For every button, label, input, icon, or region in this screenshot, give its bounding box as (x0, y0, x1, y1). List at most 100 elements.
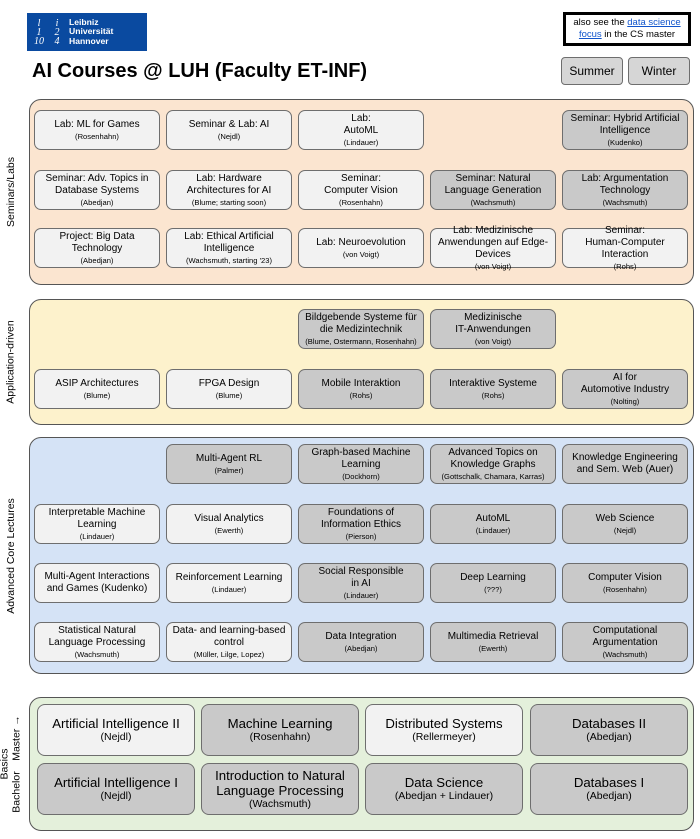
course-lecturer: (Rosenhahn) (339, 198, 383, 207)
course-title: Computational Argumentation (592, 625, 658, 648)
course-card[interactable]: Knowledge Engineering and Sem. Web (Auer… (562, 444, 688, 484)
basics-title: Basics (0, 748, 11, 780)
course-card[interactable]: Data Integration (Abedjan) (298, 622, 424, 662)
course-card[interactable]: Foundations of Information Ethics(Pierso… (298, 504, 424, 544)
course-card[interactable]: FPGA Design(Blume) (166, 369, 292, 409)
course-card[interactable]: AI for Automotive Industry (Nolting) (562, 369, 688, 409)
course-card[interactable]: Reinforcement Learning(Lindauer) (166, 563, 292, 603)
basics-course-card[interactable]: Databases I(Abedjan) (530, 763, 688, 815)
course-lecturer: (Wachsmuth) (248, 797, 312, 810)
course-card[interactable]: Web Science(Nejdl) (562, 504, 688, 544)
basics-course-card[interactable]: Machine Learning(Rosenhahn) (201, 704, 359, 756)
course-title: Mobile Interaktion (321, 378, 401, 389)
course-card[interactable]: Lab: AutoML(Lindauer) (298, 110, 424, 150)
course-lecturer: (Rosenhahn) (75, 132, 119, 141)
course-lecturer: (Dockhorn) (342, 472, 380, 481)
course-title: Introduction to Natural Language Process… (215, 767, 345, 798)
course-title: Knowledge Engineering and Sem. Web (Auer… (572, 452, 678, 475)
course-card[interactable]: Lab: Ethical Artificial Intelligence(Wac… (166, 228, 292, 268)
course-lecturer: (Wachsmuth, starting '23) (186, 256, 272, 265)
course-card[interactable]: Lab: Argumentation Technology(Wachsmuth) (562, 170, 688, 210)
course-title: Social Responsible in AI (318, 566, 404, 589)
basics-course-card[interactable]: Data Science(Abedjan + Lindauer) (365, 763, 523, 815)
course-lecturer: (Nejdl) (217, 132, 241, 141)
course-card[interactable]: Seminar: Computer Vision(Rosenhahn) (298, 170, 424, 210)
course-lecturer: (Abedjan) (80, 256, 114, 265)
course-card[interactable]: Data- and learning-based control (Müller,… (166, 622, 292, 662)
course-card[interactable]: Medizinische IT-Anwendungen(von Voigt) (430, 309, 556, 349)
course-card[interactable]: Interaktive Systeme(Rohs) (430, 369, 556, 409)
course-card[interactable]: Lab: Hardware Architectures for AI(Blume… (166, 170, 292, 210)
course-title: Seminar & Lab: AI (188, 119, 270, 130)
course-card[interactable]: Graph-based Machine Learning(Dockhorn) (298, 444, 424, 484)
page-title: AI Courses @ LUH (Faculty ET-INF) (32, 60, 368, 82)
course-card[interactable]: Project: Big Data Technology (Abedjan) (34, 228, 160, 268)
course-card[interactable]: Multi-Agent RL(Palmer) (166, 444, 292, 484)
application-label-text: Application-driven (5, 320, 17, 404)
course-lecturer: (Rohs) (481, 391, 505, 400)
course-lecturer: (Abedjan) (80, 198, 114, 207)
course-title: Seminar: Adv. Topics in Database Systems (45, 173, 149, 196)
course-lecturer: (Abedjan + Lindauer) (394, 790, 494, 802)
course-lecturer: (Lindauer) (79, 532, 115, 541)
course-card[interactable]: Interpretable Machine Learning(Lindauer) (34, 504, 160, 544)
course-card[interactable]: Lab: ML for Games (Rosenhahn) (34, 110, 160, 150)
course-card[interactable]: Multimedia Retrieval(Ewerth) (430, 622, 556, 662)
course-lecturer: (Blume; starting soon) (191, 198, 267, 207)
course-title: Data Integration (325, 631, 397, 642)
course-card[interactable]: Social Responsible in AI(Lindauer) (298, 563, 424, 603)
advanced-label-text: Advanced Core Lectures (5, 497, 18, 614)
basics-course-card[interactable]: Databases II(Abedjan) (530, 704, 688, 756)
course-title: Advanced Topics on Knowledge Graphs (448, 447, 538, 470)
course-card[interactable]: Seminar: Natural Language Generation(Wac… (430, 170, 556, 210)
course-card[interactable]: Computer Vision(Rosenhahn) (562, 563, 688, 603)
course-lecturer: (Wachsmuth) (74, 650, 120, 659)
bachelor-label: Bachelor (11, 771, 23, 813)
course-card[interactable]: Seminar: Adv. Topics in Database Systems… (34, 170, 160, 210)
course-card[interactable]: Visual Analytics(Ewerth) (166, 504, 292, 544)
basics-course-card[interactable]: Distributed Systems(Rellermeyer) (365, 704, 523, 756)
course-title: Lab: ML for Games (54, 119, 140, 130)
course-card[interactable]: Seminar: Hybrid Artificial Intelligence(… (562, 110, 688, 150)
course-lecturer: (Ewerth) (214, 526, 244, 535)
course-lecturer: (Abedjan) (344, 644, 378, 653)
course-lecturer: (Wachsmuth) (602, 198, 648, 207)
course-title: Bildgebende Systeme für die Medizintechn… (305, 312, 417, 335)
course-card[interactable]: Statistical Natural Language Processing(… (34, 622, 160, 662)
course-card[interactable]: ASIP Architectures(Blume) (34, 369, 160, 409)
basics-course-card[interactable]: Artificial Intelligence II(Nejdl) (37, 704, 195, 756)
course-card[interactable]: Seminar & Lab: AI (Nejdl) (166, 110, 292, 150)
basics-course-card[interactable]: Artificial Intelligence I(Nejdl) (37, 763, 195, 815)
course-lecturer: (Gottschalk, Chamara, Karras) (441, 472, 545, 481)
data-science-focus-link[interactable]: data science focus (578, 17, 681, 40)
course-card[interactable]: AutoML(Lindauer) (430, 504, 556, 544)
course-title: AI for Automotive Industry (580, 372, 670, 395)
course-lecturer: (Müller, Lilge, Lopez) (193, 650, 265, 659)
basics-course-card[interactable]: Introduction to Natural Language Process… (201, 763, 359, 815)
course-lecturer: (Blume) (215, 391, 243, 400)
course-lecturer: (Lindauer) (475, 526, 511, 535)
course-title: Lab: Medizinische Anwendungen auf Edge-D… (437, 225, 549, 260)
course-lecturer: (Nolting) (610, 397, 640, 406)
course-card[interactable]: Seminar: Human-Computer Interaction(Rohs… (562, 225, 688, 271)
course-card[interactable]: Lab: Medizinische Anwendungen auf Edge-D… (430, 225, 556, 271)
seminars-label-text: Seminars/Labs (5, 156, 18, 228)
course-card[interactable]: Bildgebende Systeme für die Medizintechn… (298, 309, 424, 349)
course-title: Artificial Intelligence I (54, 775, 178, 790)
course-title: Data- and learning-based control (172, 625, 286, 648)
course-title: Computer Vision (588, 572, 662, 583)
winter-button[interactable]: Winter (628, 57, 690, 85)
course-title: Project: Big Data Technology (59, 231, 135, 254)
course-card[interactable]: Advanced Topics on Knowledge Graphs (Gott… (430, 444, 556, 484)
course-title: Distributed Systems (385, 716, 503, 731)
course-lecturer: (Rellermeyer) (412, 731, 476, 743)
course-card[interactable]: Deep Learning(???) (430, 563, 556, 603)
course-card[interactable]: Multi-Agent Interactions and Games (Kude… (34, 563, 160, 603)
course-card[interactable]: Mobile Interaktion(Rohs) (298, 369, 424, 409)
seminars-label: Seminars/Labs (0, 99, 24, 285)
course-card[interactable]: Computational Argumentation(Wachsmuth) (562, 622, 688, 662)
summer-button[interactable]: Summer (561, 57, 623, 85)
course-card[interactable]: Lab: Neuroevolution(von Voigt) (298, 228, 424, 268)
